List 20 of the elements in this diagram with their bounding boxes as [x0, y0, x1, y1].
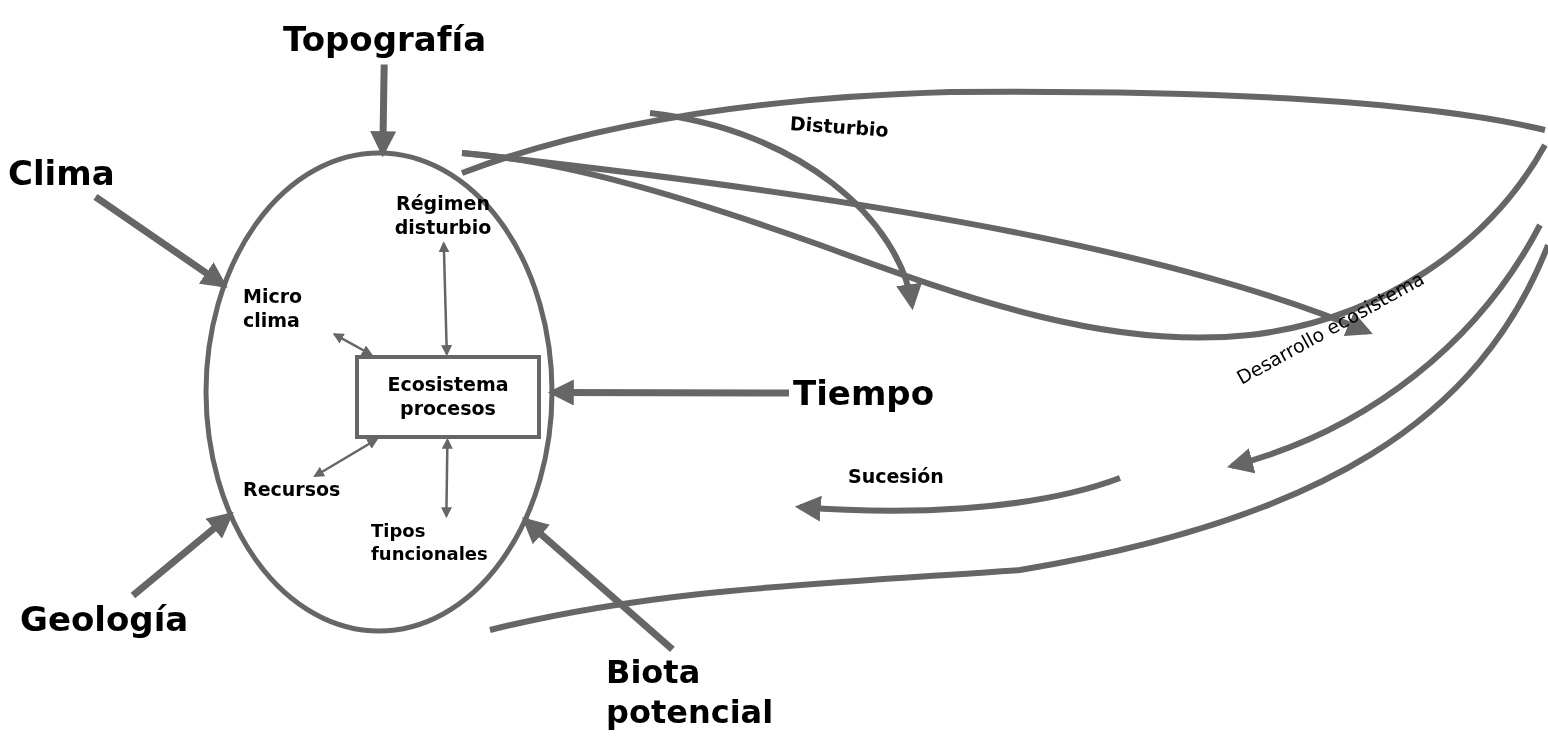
node-label: Tipos funcionales: [371, 520, 489, 565]
node-label: Recursos: [243, 478, 341, 502]
arrow: [332, 333, 373, 356]
node-label: Clima: [8, 152, 115, 195]
node-label: Tiempo: [793, 372, 935, 415]
node-label: Geología: [20, 598, 189, 641]
curve-label: Disturbio: [789, 112, 890, 141]
arrow: [441, 437, 453, 519]
node-label: Biota potencial: [606, 652, 775, 732]
arrow: [313, 438, 379, 478]
node-label: Topografía: [283, 18, 487, 61]
node-label: Micro clima: [243, 285, 304, 333]
arrow: [130, 512, 234, 599]
node-label: Ecosistema procesos: [386, 373, 510, 421]
arrow: [93, 193, 228, 288]
arrow: [521, 517, 675, 652]
arrow: [370, 64, 397, 158]
process-box: [355, 355, 541, 439]
curve-label: Sucesión: [848, 465, 944, 487]
arrow: [438, 241, 453, 357]
